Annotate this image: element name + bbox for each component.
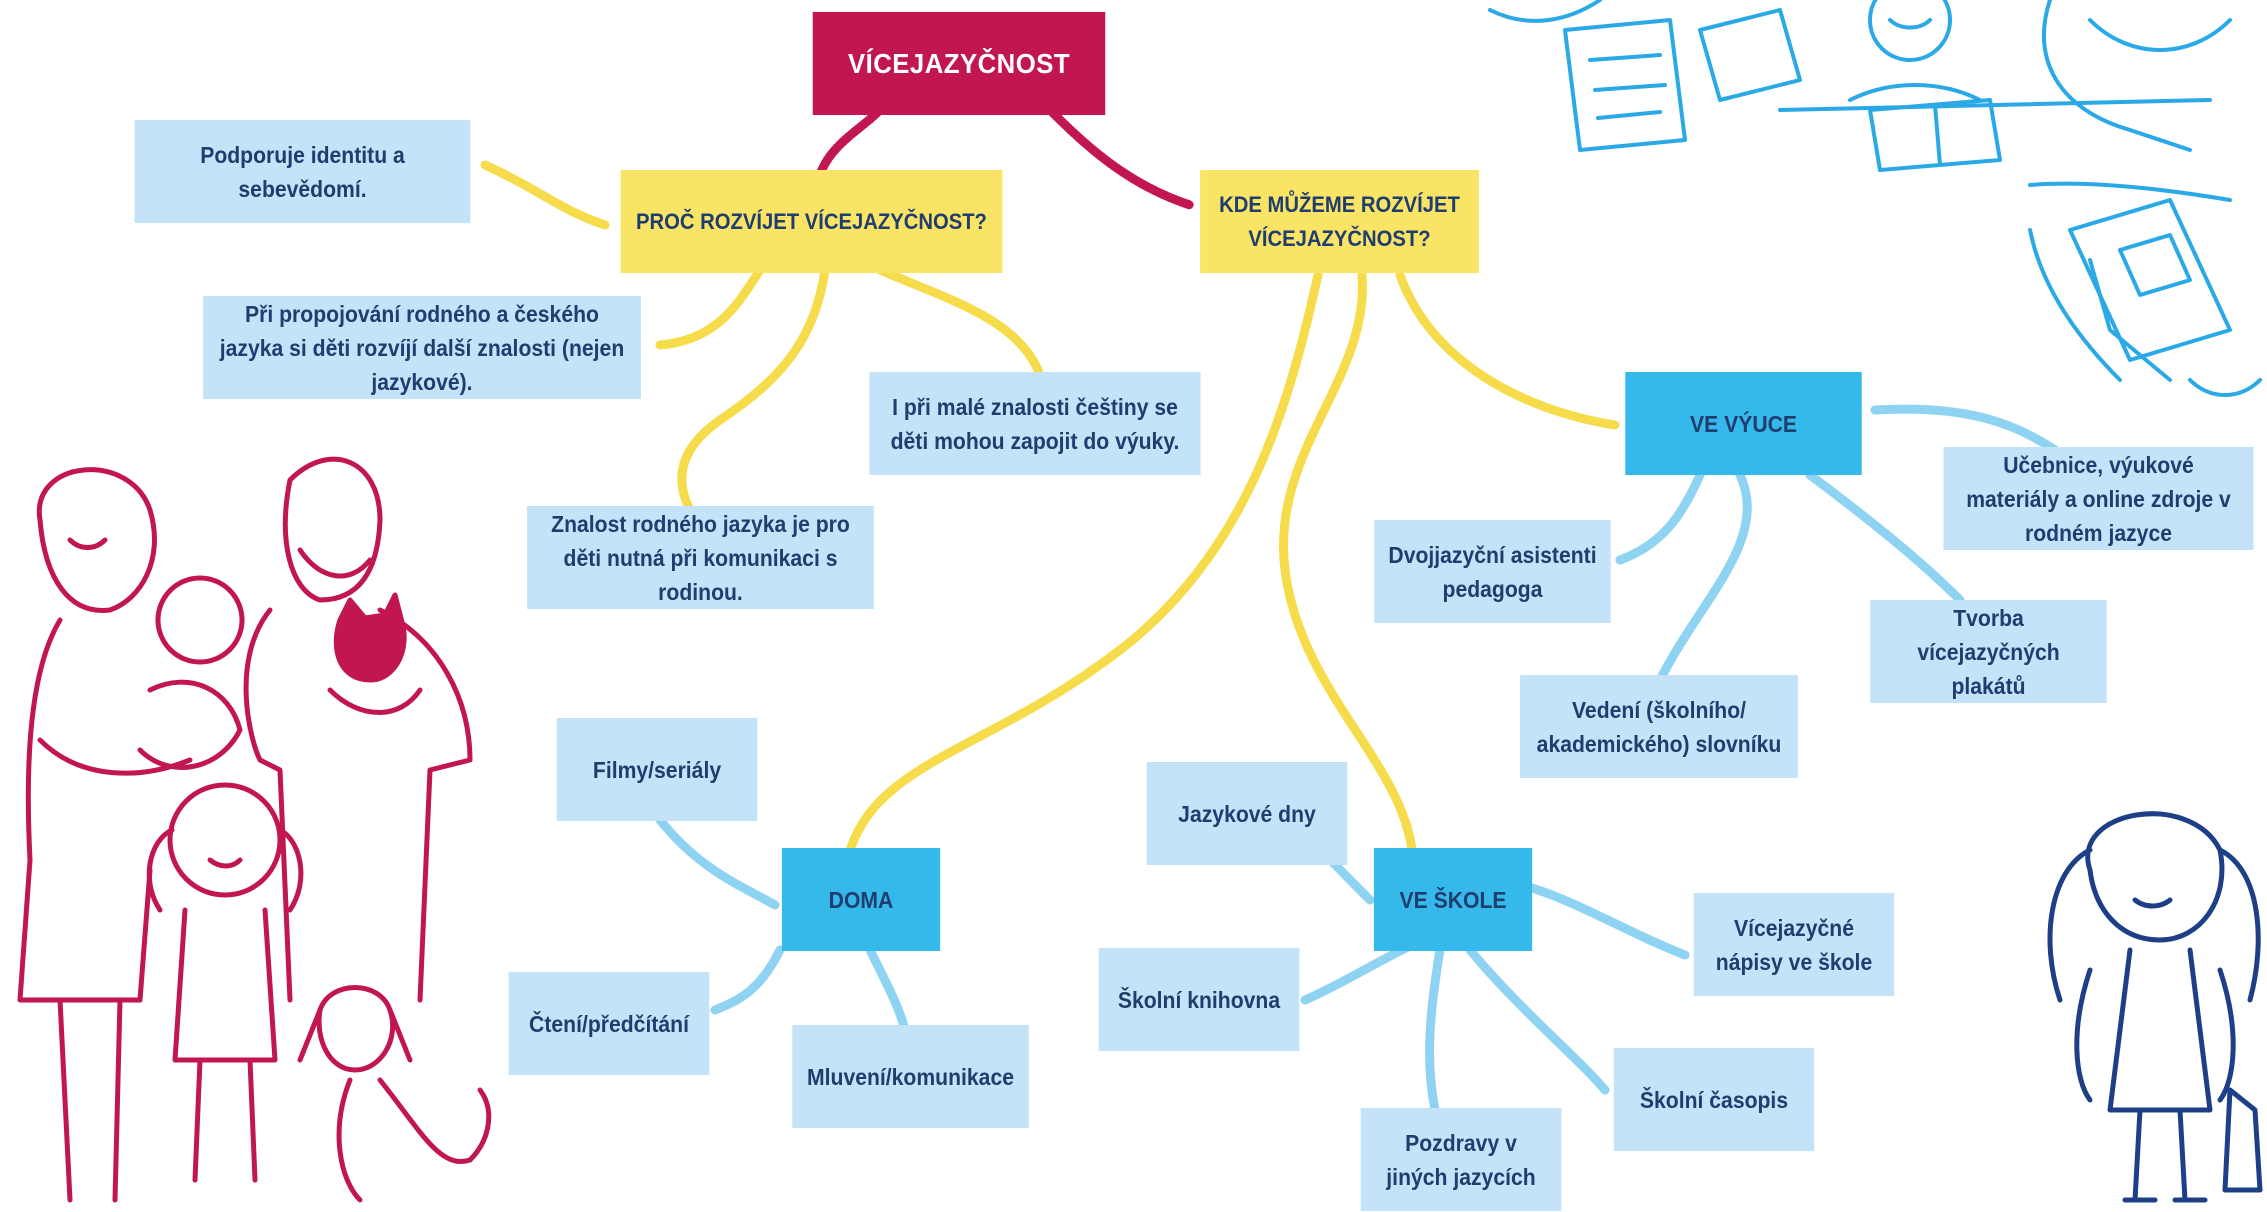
connector-teaching-glossary: [1655, 470, 1752, 685]
leaf-posters-text: Tvorba vícejazyčných plakátů: [1917, 604, 2060, 699]
classroom-illustration: [1488, 0, 2262, 397]
leaf-identity-text: Podporuje identitu a sebevědomí.: [200, 141, 405, 202]
connector-why-littlecz: [875, 265, 1045, 380]
root-node: VÍCEJAZYČNOST: [812, 12, 1106, 115]
connector-school-magazine: [1465, 945, 1610, 1095]
leaf-glossary: Vedení (školního/ akademického) slovníku: [1520, 675, 1798, 778]
leaf-linking: Při propojování rodného a českého jazyka…: [203, 296, 641, 399]
connector-home-films: [655, 815, 780, 910]
teaching-hub: VE VÝUCE: [1625, 372, 1862, 475]
leaf-magazine-text: Školní časopis: [1639, 1086, 1789, 1113]
connector-root-why: [815, 105, 885, 180]
leaf-library-text: Školní knihovna: [1117, 986, 1281, 1013]
leaf-posters: Tvorba vícejazyčných plakátů: [1870, 600, 2107, 703]
leaf-speaking-text: Mluvení/komunikace: [807, 1063, 1014, 1090]
leaf-little-czech-text: I při malé znalosti češtiny se děti moho…: [890, 393, 1180, 454]
connector-why-family: [677, 265, 830, 515]
leaf-assistants-text: Dvojjazyční asistenti pedagoga: [1388, 541, 1597, 602]
school-label: VE ŠKOLE: [1399, 886, 1507, 913]
root-label: VÍCEJAZYČNOST: [847, 47, 1071, 79]
leaf-greetings: Pozdravy v jiných jazycích: [1360, 1108, 1562, 1211]
leaf-signs: Vícejazyčné nápisy ve škole: [1693, 893, 1895, 996]
leaf-identity: Podporuje identitu a sebevědomí.: [134, 120, 471, 223]
leaf-little-czech: I při malé znalosti češtiny se děti moho…: [869, 372, 1201, 475]
connector-root-where: [1045, 105, 1195, 210]
schoolgirl-illustration: [2047, 811, 2263, 1203]
leaf-reading-text: Čtení/předčítání: [529, 1010, 689, 1037]
leaf-language-days-text: Jazykové dny: [1178, 800, 1316, 827]
connector-why-identity: [480, 160, 610, 230]
leaf-linking-text: Při propojování rodného a českého jazyka…: [219, 300, 625, 395]
where-node: KDE MŮŽEME ROZVÍJET VÍCEJAZYČNOST?: [1200, 170, 1479, 273]
connector-school-greetings: [1425, 945, 1445, 1115]
connector-home-reading: [710, 945, 785, 1015]
leaf-language-days: Jazykové dny: [1146, 762, 1348, 865]
leaf-textbooks: Učebnice, výukové materiály a online zdr…: [1943, 447, 2254, 550]
home-hub: DOMA: [781, 848, 941, 951]
family-illustration: [17, 456, 492, 1203]
leaf-library: Školní knihovna: [1098, 948, 1300, 1051]
leaf-signs-text: Vícejazyčné nápisy ve škole: [1715, 914, 1873, 975]
connector-where-school: [1279, 270, 1417, 855]
leaf-films: Filmy/seriály: [556, 718, 758, 821]
connector-teaching-posters: [1805, 470, 1965, 605]
leaf-reading: Čtení/předčítání: [508, 972, 710, 1075]
leaf-textbooks-text: Učebnice, výukové materiály a online zdr…: [1966, 451, 2231, 546]
connector-school-library: [1300, 940, 1417, 1005]
school-hub: VE ŠKOLE: [1373, 848, 1533, 951]
leaf-speaking: Mluvení/komunikace: [792, 1025, 1029, 1128]
why-node: PROČ ROZVÍJET VÍCEJAZYČNOST?: [620, 170, 1003, 273]
leaf-family: Znalost rodného jazyka je pro děti nutná…: [527, 506, 874, 609]
leaf-magazine: Školní časopis: [1613, 1048, 1815, 1151]
connector-teaching-assistants: [1615, 470, 1705, 565]
where-label: KDE MŮŽEME ROZVÍJET VÍCEJAZYČNOST?: [1219, 191, 1460, 251]
connector-home-speaking: [865, 945, 910, 1035]
leaf-family-text: Znalost rodného jazyka je pro děti nutná…: [551, 510, 850, 605]
leaf-assistants: Dvojjazyční asistenti pedagoga: [1374, 520, 1611, 623]
leaf-glossary-text: Vedení (školního/ akademického) slovníku: [1536, 696, 1782, 757]
home-label: DOMA: [828, 886, 894, 913]
leaf-greetings-text: Pozdravy v jiných jazycích: [1386, 1129, 1536, 1190]
connector-where-home: [845, 270, 1323, 855]
why-label: PROČ ROZVÍJET VÍCEJAZYČNOST?: [636, 208, 987, 234]
teaching-label: VE VÝUCE: [1689, 410, 1798, 437]
connector-teaching-textbooks: [1870, 404, 2060, 455]
connector-where-teaching: [1395, 270, 1620, 430]
leaf-films-text: Filmy/seriály: [592, 756, 722, 783]
connector-why-linking: [655, 265, 765, 350]
